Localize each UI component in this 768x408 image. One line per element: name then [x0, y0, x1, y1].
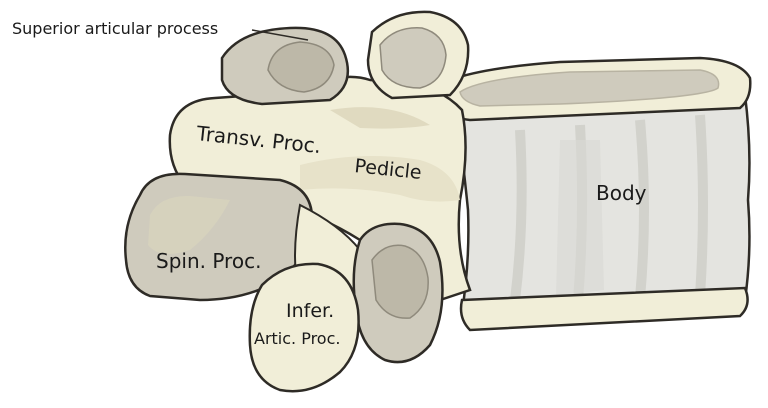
inferior-articular-process — [248, 262, 360, 393]
vertebral-body — [428, 56, 752, 332]
spinous-process — [124, 172, 314, 302]
label-superior-articular-process: Superior articular process — [12, 19, 218, 38]
label-inferior-articular-line2: Artic. Proc. — [254, 329, 340, 348]
label-body: Body — [596, 181, 647, 205]
label-spinous-process: Spin. Proc. — [156, 249, 261, 273]
superior-articular-process — [220, 10, 470, 106]
superior-articular-leader — [251, 29, 309, 41]
label-inferior-articular-line1: Infer. — [286, 300, 334, 322]
inferior-articular-process-right — [352, 222, 444, 364]
